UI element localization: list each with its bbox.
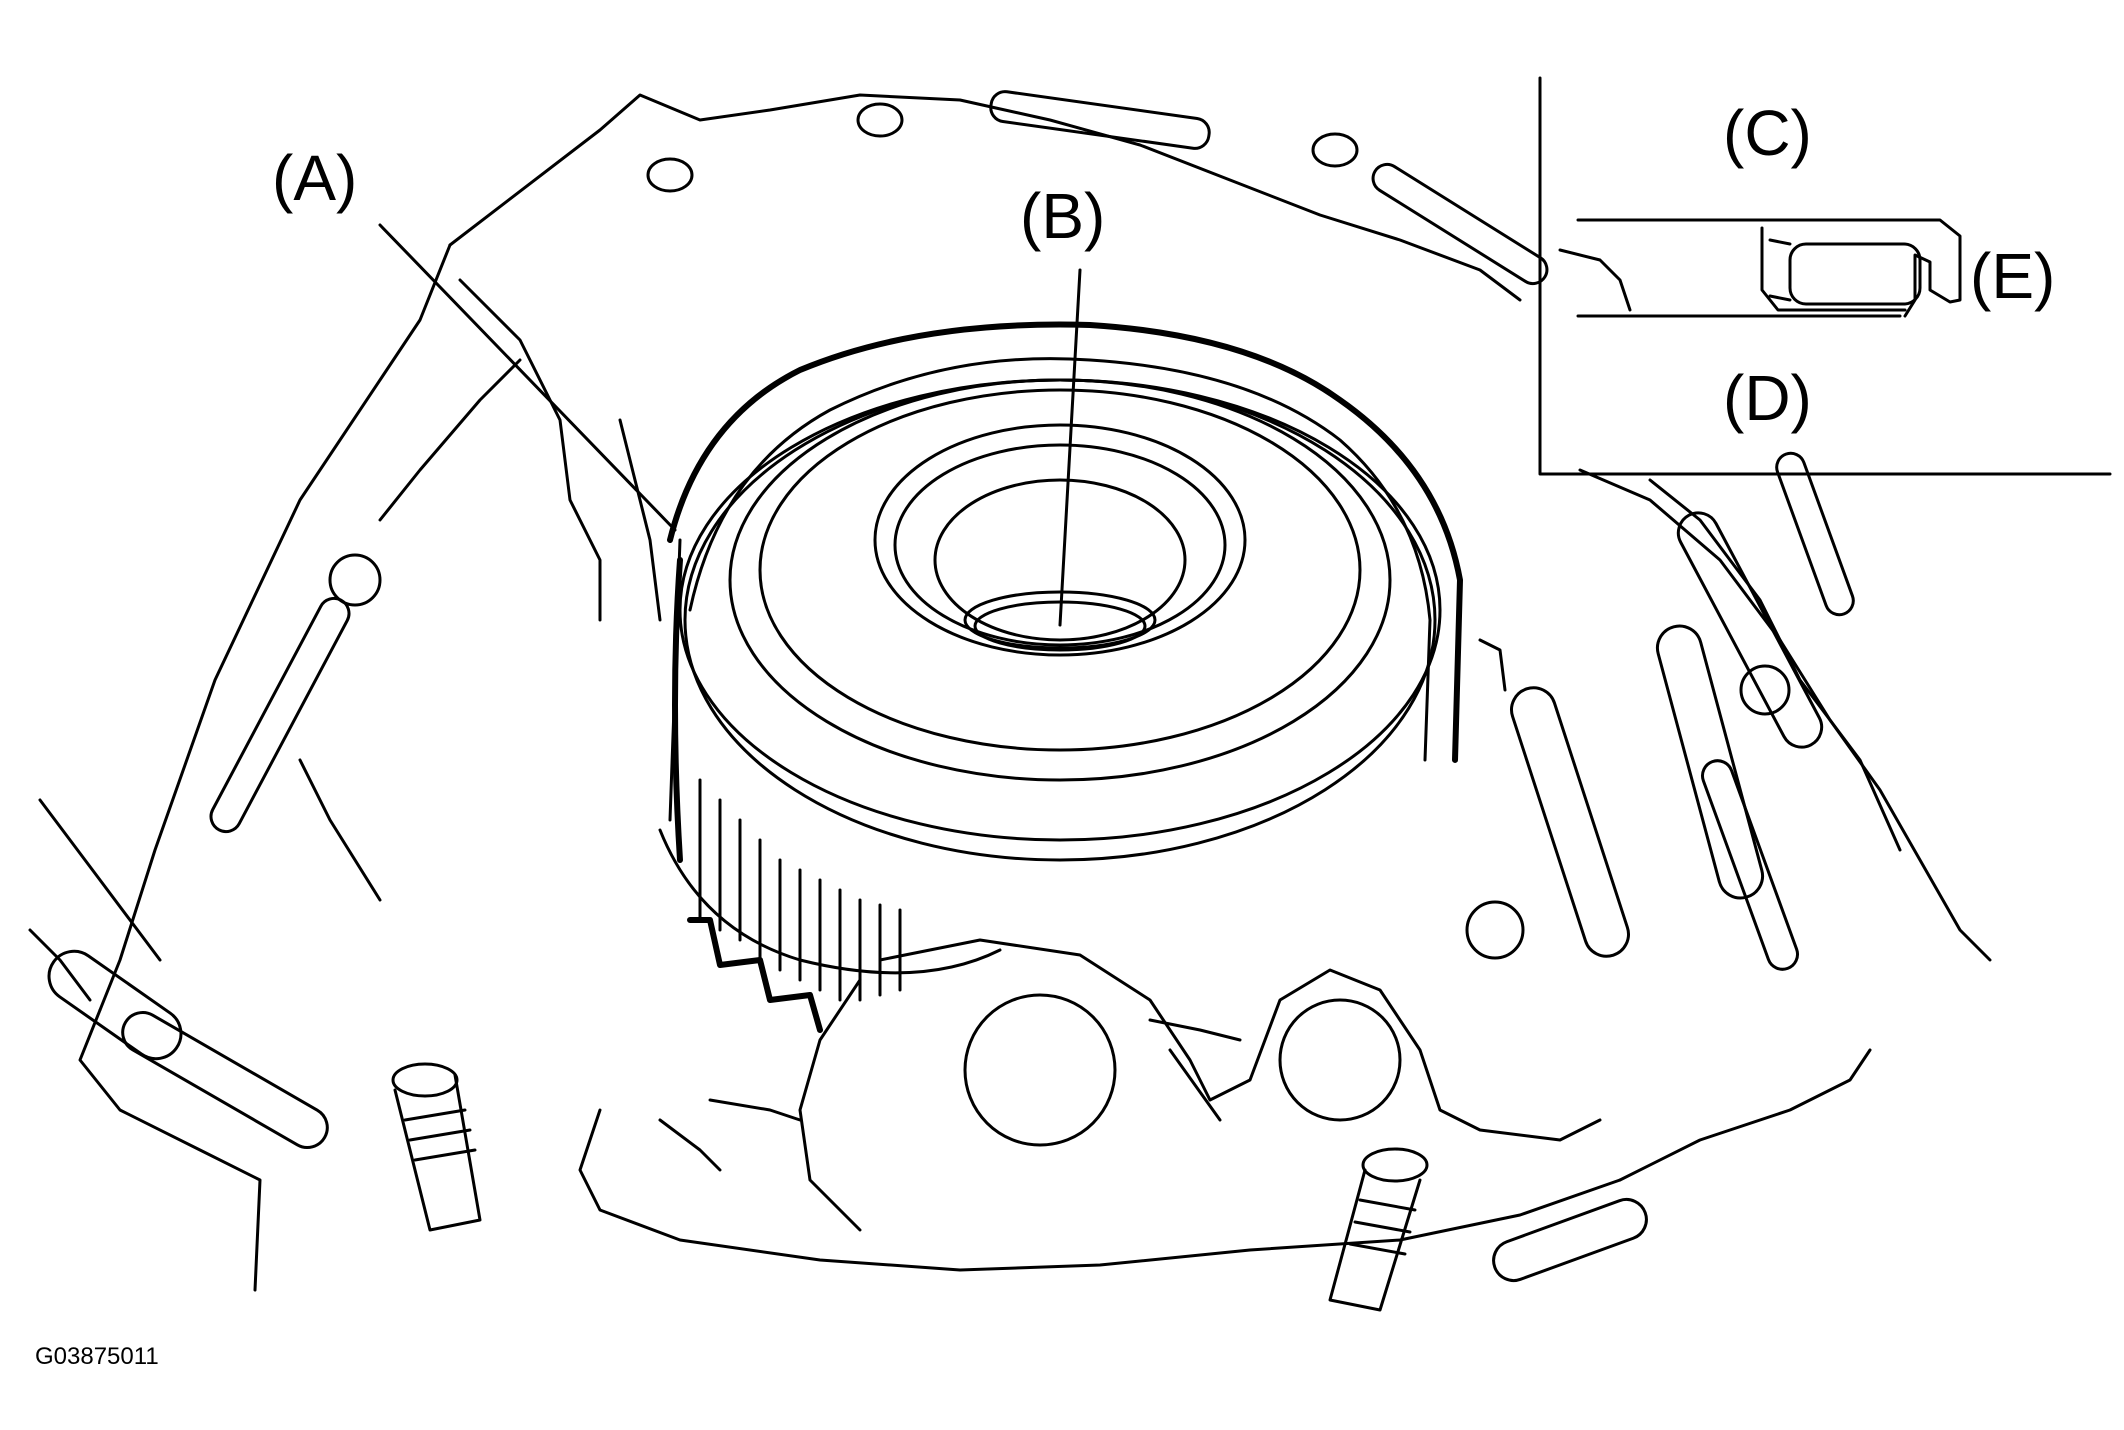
- transmission-housing: [28, 93, 1992, 1292]
- leader-lines: [378, 223, 1082, 627]
- callout-label-a: (A): [272, 142, 357, 214]
- callout-label-b: (B): [1020, 180, 1105, 252]
- valve-plate: [658, 938, 1602, 1232]
- callout-label-d: (D): [1723, 362, 1812, 434]
- leader-line-a: [378, 223, 677, 532]
- dowel-pin-right: [1328, 1147, 1429, 1312]
- seal-detail-inset: [1538, 76, 2112, 476]
- callout-label-c: (C): [1723, 97, 1812, 169]
- clutch-drum-assembly: [658, 321, 1507, 1033]
- seal-ring-outline: [1768, 218, 1962, 318]
- callout-label-e: (E): [1970, 240, 2055, 312]
- figure-id: G03875011: [35, 1343, 159, 1370]
- seal-ring-body: [1788, 242, 1922, 306]
- dowel-pin-left: [391, 1062, 482, 1232]
- housing-details: [47, 90, 1855, 1283]
- leader-line-b: [1058, 268, 1082, 627]
- inset-frame: [1538, 76, 2112, 476]
